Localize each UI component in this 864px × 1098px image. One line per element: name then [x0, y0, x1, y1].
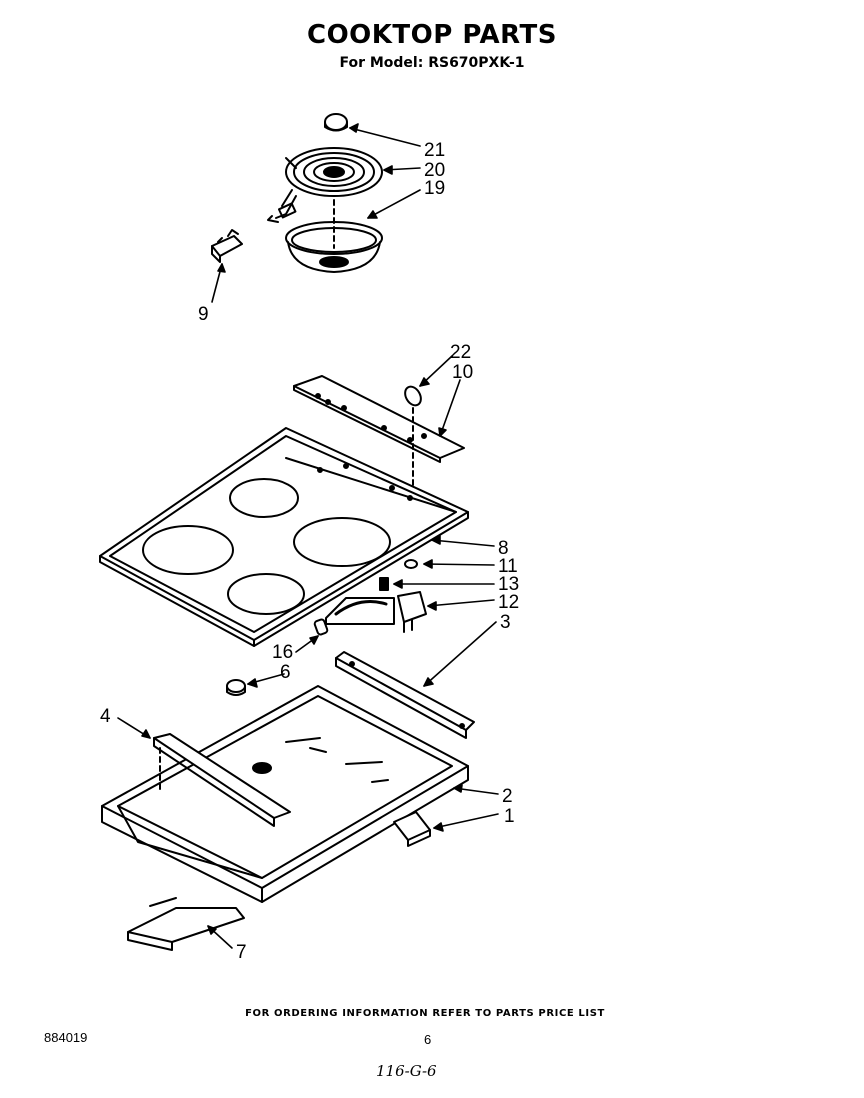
part-10-control-panel [293, 375, 465, 463]
leader-lines [117, 123, 499, 949]
callout-8: 8 [498, 538, 509, 559]
page-title: COOKTOP PARTS [307, 20, 557, 50]
part-16-terminal [313, 618, 329, 636]
part-19-drip-bowl [285, 199, 383, 273]
part-20-surface-element [267, 147, 383, 223]
part-3-bracket [335, 651, 475, 739]
callout-22: 22 [450, 342, 471, 363]
part-11-washer [404, 559, 418, 569]
part-2-burner-box [101, 685, 469, 903]
callout-4: 4 [100, 706, 111, 727]
part-12-switch [397, 591, 427, 633]
part-21-cap [324, 113, 348, 132]
callout-1: 1 [504, 806, 515, 827]
part-4-support-channel [153, 733, 291, 827]
callout-7: 7 [236, 942, 247, 963]
callout-3: 3 [500, 612, 511, 633]
part-13-screw [379, 577, 389, 591]
callout-2: 2 [502, 786, 513, 807]
callout-labels: 21 20 19 9 22 10 8 11 13 12 3 16 6 4 2 1… [100, 140, 519, 963]
callout-21: 21 [424, 140, 445, 161]
part-7-lower-bracket [127, 897, 245, 951]
part-8-cooktop-top [99, 427, 469, 647]
handwritten-note: 116-G-6 [376, 1062, 437, 1080]
callout-9: 9 [198, 304, 209, 325]
page-number: 6 [424, 1032, 432, 1047]
callout-20: 20 [424, 160, 445, 181]
part-6-bumper [226, 679, 246, 696]
callout-16: 16 [272, 642, 293, 663]
callout-13: 13 [498, 574, 519, 595]
callout-6: 6 [280, 662, 291, 683]
part-9-receptacle [211, 229, 243, 263]
document-number: 884019 [44, 1030, 88, 1045]
callout-10: 10 [452, 362, 473, 383]
ordering-note: FOR ORDERING INFORMATION REFER TO PARTS … [245, 1008, 605, 1019]
callout-19: 19 [424, 178, 445, 199]
callout-12: 12 [498, 592, 519, 613]
wire-harness [325, 597, 395, 625]
part-1-small-bracket [393, 811, 431, 847]
model-subtitle: For Model: RS670PXK-1 [339, 55, 525, 71]
callout-11: 11 [498, 556, 518, 577]
